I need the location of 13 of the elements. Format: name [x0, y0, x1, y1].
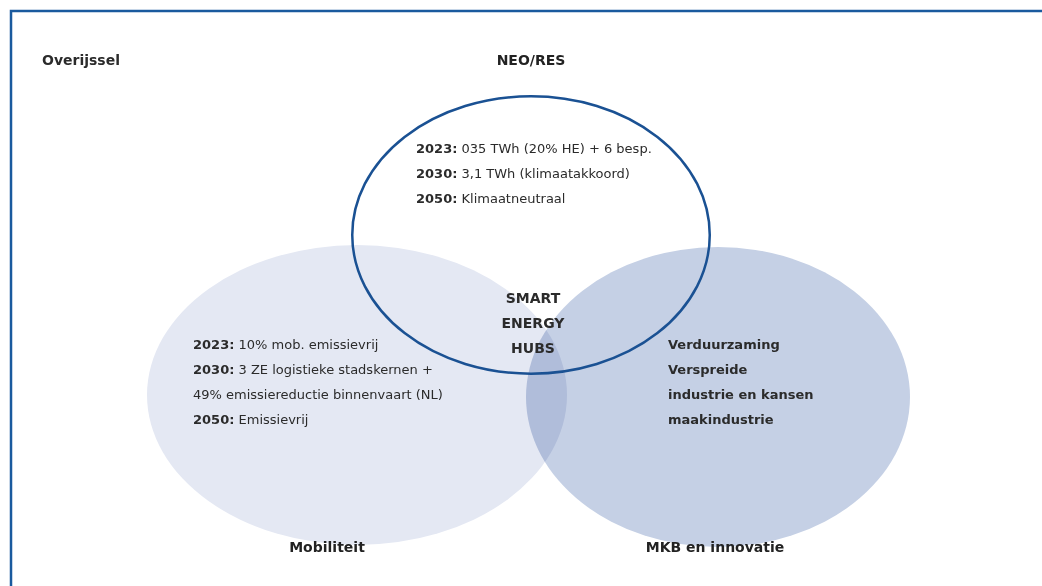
target-text: 2023: 10% mob. emissievrij [193, 336, 380, 354]
target-text: Verspreide industrie en kansen maakindustrie [668, 361, 815, 429]
title: Overijssel [42, 52, 120, 68]
overlap-label: SMART ENERGY HUBS [500, 289, 566, 358]
target-text: 2050: Klimaatneutraal [416, 190, 567, 208]
target-text: 2023: 035 TWh (20% HE) + 6 besp. [416, 140, 653, 158]
target-text: 2030: 3,1 TWh (klimaatakkoord) [416, 165, 631, 183]
circle-heading: MKB en innovatie [645, 539, 785, 555]
target-text: 2050: Emissievrij [193, 411, 310, 429]
target-text: Verduurzaming [668, 336, 781, 354]
circle-heading: NEO/RES [496, 52, 566, 68]
circle-heading: Mobiliteit [289, 539, 365, 555]
target-text: 2030: 3 ZE logistieke stadskernen + 49% emissiereductie binnenvaart (NL) [193, 361, 443, 404]
